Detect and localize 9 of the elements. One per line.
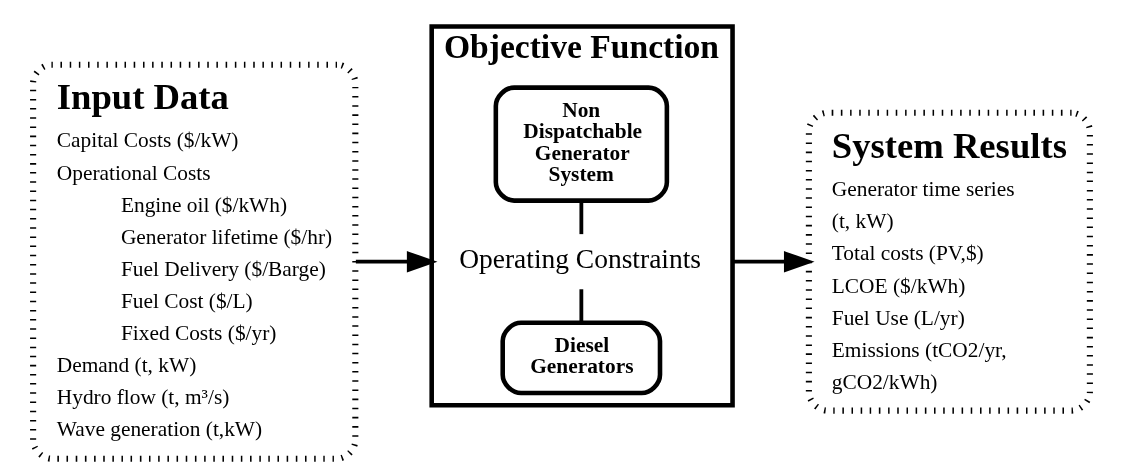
node-box: Input Data Capital Costs ($/kW) Operational Costs Engine oil ($/kWh) Generator lifetime ($/hr) Fuel Delivery ($/Barge) Fuel Cost ($/L) Fixed Costs ($/yr) Demand (t, kW) Hydro flow (t, m³/s) Wave generation (t,kW) <box>30 61 359 462</box>
arrow <box>355 251 438 273</box>
connector <box>579 289 584 323</box>
node-box: System Results Generator time series (t, kW) Total costs (PV,$) LCOE ($/kWh) Fuel Use (L/yr) Emissions (tCO2/yr, gCO2/kWh) <box>805 109 1093 414</box>
node-box: Diesel Generators <box>500 320 663 396</box>
node-box: Non Dispatchable Generator System <box>493 85 670 203</box>
arrow <box>732 251 815 273</box>
connector <box>579 201 584 235</box>
node-text: Operating Constraints <box>459 244 702 275</box>
